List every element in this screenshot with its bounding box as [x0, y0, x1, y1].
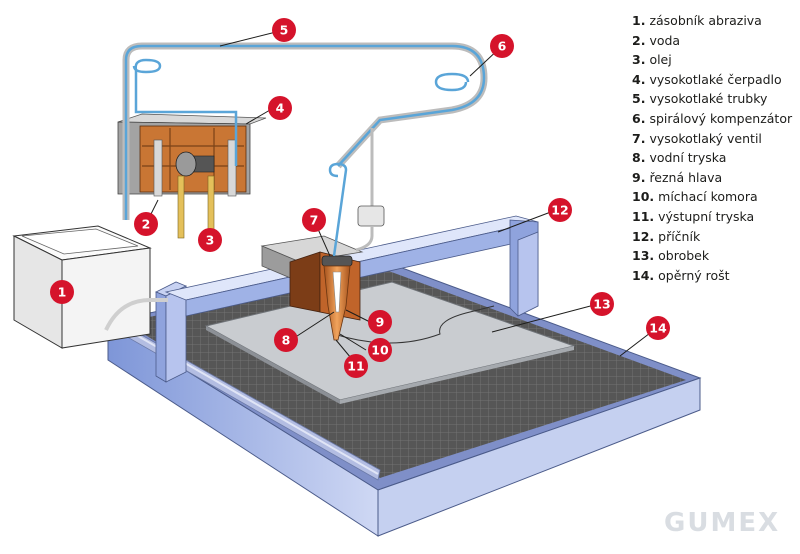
legend-item: 1. zásobník abraziva: [632, 11, 792, 31]
gumex-logo: GUMEX: [664, 508, 781, 538]
legend-number: 1.: [632, 13, 646, 28]
callout-12: 12: [548, 198, 572, 222]
svg-text:1: 1: [58, 285, 67, 300]
callout-3: 3: [198, 228, 222, 252]
legend-item: 13. obrobek: [632, 246, 792, 266]
legend-label: výstupní tryska: [658, 208, 755, 224]
legend-label: obrobek: [658, 248, 710, 264]
legend-label: vysokotlaké čerpadlo: [649, 71, 782, 87]
legend-number: 11.: [632, 208, 655, 224]
svg-text:6: 6: [498, 39, 507, 54]
svg-text:2: 2: [142, 217, 151, 232]
svg-text:9: 9: [376, 315, 385, 330]
high-pressure-pump: [117, 113, 267, 239]
legend-item: 6. spirálový kompenzátor: [632, 109, 792, 129]
legend-label: opěrný rošt: [658, 267, 730, 283]
legend: 1. zásobník abraziva 2. voda 3. olej 4. …: [632, 11, 792, 285]
legend-label: příčník: [658, 228, 701, 244]
callout-5: 5: [272, 18, 296, 42]
callout-1: 1: [50, 280, 74, 304]
legend-item: 4. vysokotlaké čerpadlo: [632, 70, 792, 90]
svg-text:4: 4: [276, 101, 285, 116]
callout-4: 4: [268, 96, 292, 120]
legend-number: 12.: [632, 228, 655, 244]
callout-6: 6: [490, 34, 514, 58]
abrasive-hopper: [12, 225, 152, 349]
svg-text:14: 14: [649, 321, 667, 336]
svg-text:7: 7: [310, 213, 319, 228]
callout-11: 11: [344, 354, 368, 378]
legend-number: 7.: [632, 130, 646, 146]
legend-number: 4.: [632, 71, 646, 87]
legend-item: 9. řezná hlava: [632, 168, 792, 188]
legend-label: vysokotlaké trubky: [649, 91, 768, 107]
workpiece: [204, 281, 576, 404]
legend-label: zásobník abraziva: [649, 13, 762, 28]
legend-item: 11. výstupní tryska: [632, 207, 792, 227]
legend-number: 2.: [632, 32, 646, 48]
legend-label: voda: [649, 32, 681, 48]
legend-item: 3. olej: [632, 50, 792, 70]
callout-10: 10: [368, 338, 392, 362]
svg-text:3: 3: [206, 233, 215, 248]
cutting-head: [260, 235, 364, 341]
legend-item: 2. voda: [632, 31, 792, 51]
svg-text:8: 8: [282, 333, 291, 348]
legend-number: 9.: [632, 169, 646, 185]
legend-label: vodní tryska: [649, 150, 727, 166]
legend-item: 14. opěrný rošt: [632, 266, 792, 286]
legend-label: řezná hlava: [649, 169, 723, 185]
legend-label: vysokotlaký ventil: [649, 130, 762, 146]
legend-number: 14.: [632, 267, 655, 283]
legend-number: 8.: [632, 150, 646, 166]
legend-number: 6.: [632, 110, 646, 126]
legend-item: 5. vysokotlaké trubky: [632, 89, 792, 109]
svg-text:5: 5: [280, 23, 289, 38]
legend-label: olej: [649, 52, 672, 68]
legend-number: 3.: [632, 52, 646, 68]
legend-item: 7. vysokotlaký ventil: [632, 129, 792, 149]
legend-label: míchací komora: [658, 189, 758, 205]
callout-2: 2: [134, 212, 158, 236]
callout-13: 13: [590, 292, 614, 316]
svg-text:12: 12: [551, 203, 568, 218]
legend-number: 5.: [632, 91, 646, 107]
legend-label: spirálový kompenzátor: [649, 110, 793, 126]
legend-item: 8. vodní tryska: [632, 148, 792, 168]
legend-number: 10.: [632, 189, 655, 205]
legend-item: 10. míchací komora: [632, 187, 792, 207]
svg-text:11: 11: [347, 359, 364, 374]
callout-14: 14: [646, 316, 670, 340]
legend-number: 13.: [632, 248, 655, 264]
legend-item: 12. příčník: [632, 227, 792, 247]
callout-7: 7: [302, 208, 326, 232]
high-pressure-tubing: [104, 42, 488, 331]
callout-badges: 1 2 3 4 5 6 7 8 9 10 11 12 13 14: [50, 18, 670, 378]
svg-text:13: 13: [593, 297, 610, 312]
svg-text:10: 10: [371, 343, 389, 358]
callout-8: 8: [274, 328, 298, 352]
callout-9: 9: [368, 310, 392, 334]
